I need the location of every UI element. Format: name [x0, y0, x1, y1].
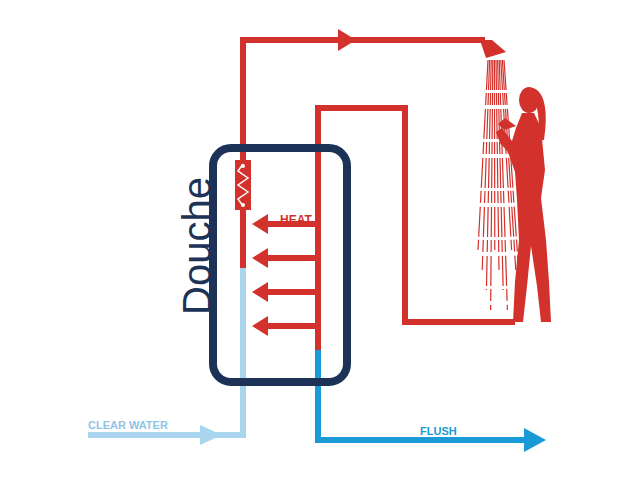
heater-terminal — [241, 164, 245, 168]
shower-head — [480, 40, 506, 58]
arrow-head — [338, 29, 356, 51]
cold-pipe — [88, 265, 243, 435]
water-stream — [491, 60, 493, 310]
outlet-label: FLUSH — [420, 426, 457, 437]
arrow-head — [200, 425, 222, 445]
device-name: Douche — [177, 177, 217, 315]
water-drops — [478, 60, 520, 310]
heater-element — [235, 160, 251, 210]
heater-terminal — [241, 203, 245, 207]
hot-pipe — [243, 40, 485, 268]
inlet-label: CLEAR WATER — [88, 420, 168, 431]
water-stream — [496, 60, 499, 270]
water-stream — [478, 60, 488, 250]
heater-coil — [238, 164, 248, 206]
water-stream — [486, 60, 491, 290]
arrow-head — [524, 428, 546, 452]
person-silhouette — [496, 87, 551, 322]
heat-label: HEAT — [280, 214, 312, 226]
water-stream — [494, 60, 496, 250]
heat-arrows — [252, 214, 318, 336]
heat-exchanger-box: DoucheHEAT — [209, 144, 351, 386]
